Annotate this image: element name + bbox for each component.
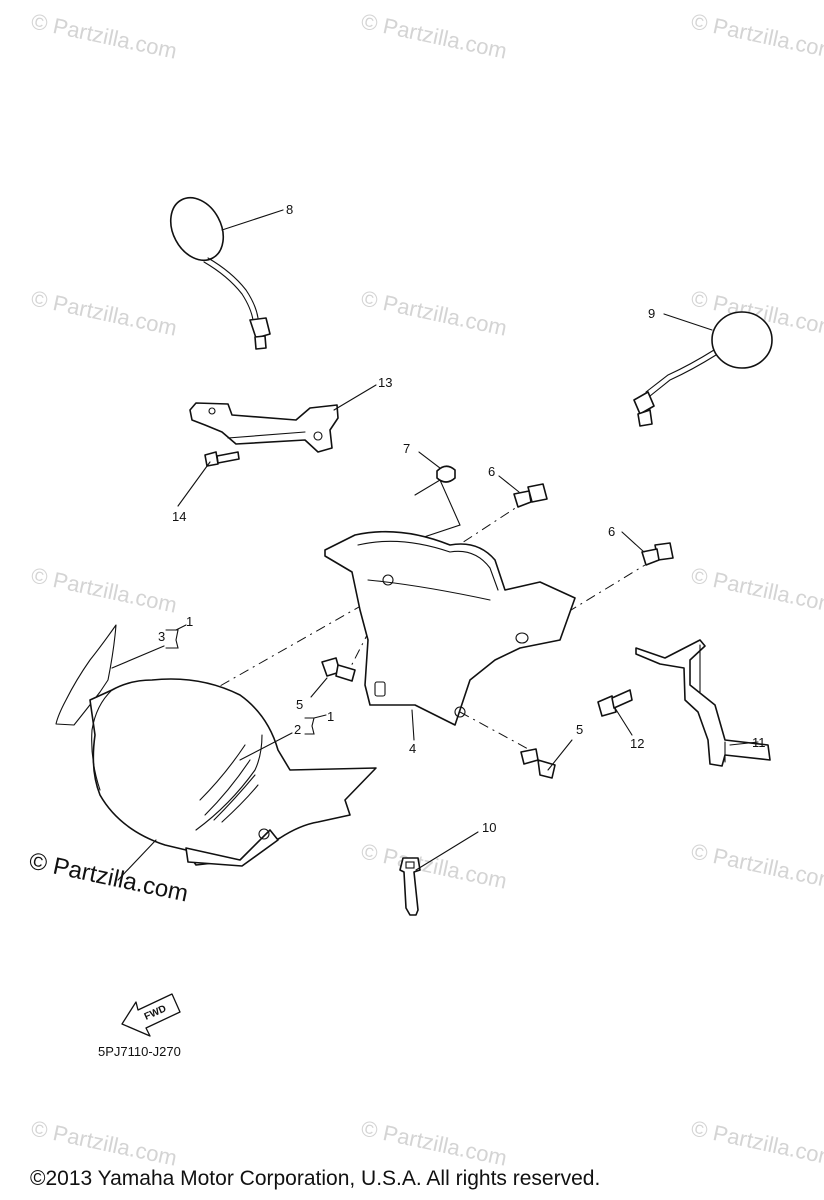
callout-1-lower: 1 <box>327 709 334 724</box>
mount-bracket-11[interactable] <box>635 639 771 767</box>
leader-lines <box>111 209 759 881</box>
bolt-6-upper[interactable] <box>513 483 548 508</box>
partzilla-brand: © Partzilla.com <box>27 847 191 907</box>
watermark: © Partzilla.com <box>359 8 509 63</box>
callout-1-upper: 1 <box>186 614 193 629</box>
watermark: © Partzilla.com <box>29 285 179 340</box>
watermark: © Partzilla.com <box>689 562 824 617</box>
watermark: © Partzilla.com <box>359 1115 509 1170</box>
handlebar-cover-rear[interactable] <box>324 530 576 726</box>
callout-2: 2 <box>294 722 301 737</box>
callout-4: 4 <box>409 741 416 756</box>
callout-7: 7 <box>403 441 410 456</box>
bracket-13[interactable] <box>189 402 339 453</box>
callout-8: 8 <box>286 202 293 217</box>
callout-12: 12 <box>630 736 644 751</box>
screw-14[interactable] <box>204 451 240 467</box>
callout-14: 14 <box>172 509 186 524</box>
watermark: © Partzilla.com <box>689 1115 824 1170</box>
bolt-6-lower[interactable] <box>641 542 674 566</box>
watermark: © Partzilla.com <box>29 1115 179 1170</box>
cable-strap-10[interactable] <box>399 857 421 916</box>
callout-9: 9 <box>648 306 655 321</box>
grommet-7[interactable] <box>436 465 456 483</box>
bolt-5-lower[interactable] <box>520 748 556 779</box>
callout-5-lower: 5 <box>576 722 583 737</box>
callout-5-upper: 5 <box>296 697 303 712</box>
callout-13: 13 <box>378 375 392 390</box>
mirror-left[interactable] <box>160 189 271 350</box>
screw-12[interactable] <box>597 689 633 717</box>
callout-3: 3 <box>158 629 165 644</box>
callout-6-upper: 6 <box>488 464 495 479</box>
watermark: © Partzilla.com <box>29 8 179 63</box>
mirror-right[interactable] <box>633 311 773 427</box>
callout-6-lower: 6 <box>608 524 615 539</box>
watermark: © Partzilla.com <box>29 562 179 617</box>
watermark: © Partzilla.com <box>689 838 824 893</box>
handlebar-cover-front[interactable] <box>89 678 377 867</box>
callout-10: 10 <box>482 820 496 835</box>
watermark: © Partzilla.com <box>359 285 509 340</box>
callout-11: 11 <box>752 735 766 750</box>
callout-numbers: 8 9 13 7 6 14 6 1 3 5 1 2 5 12 11 4 10 <box>158 202 766 835</box>
watermark: © Partzilla.com <box>359 838 509 893</box>
diagram-code: 5PJ7110-J270 <box>98 1044 181 1059</box>
copyright-notice: ©2013 Yamaha Motor Corporation, U.S.A. A… <box>30 1167 600 1190</box>
visor-3[interactable] <box>55 624 117 726</box>
bolt-5-upper[interactable] <box>321 657 356 682</box>
fwd-arrow-icon: FWD <box>121 993 181 1037</box>
watermark: © Partzilla.com <box>689 8 824 63</box>
